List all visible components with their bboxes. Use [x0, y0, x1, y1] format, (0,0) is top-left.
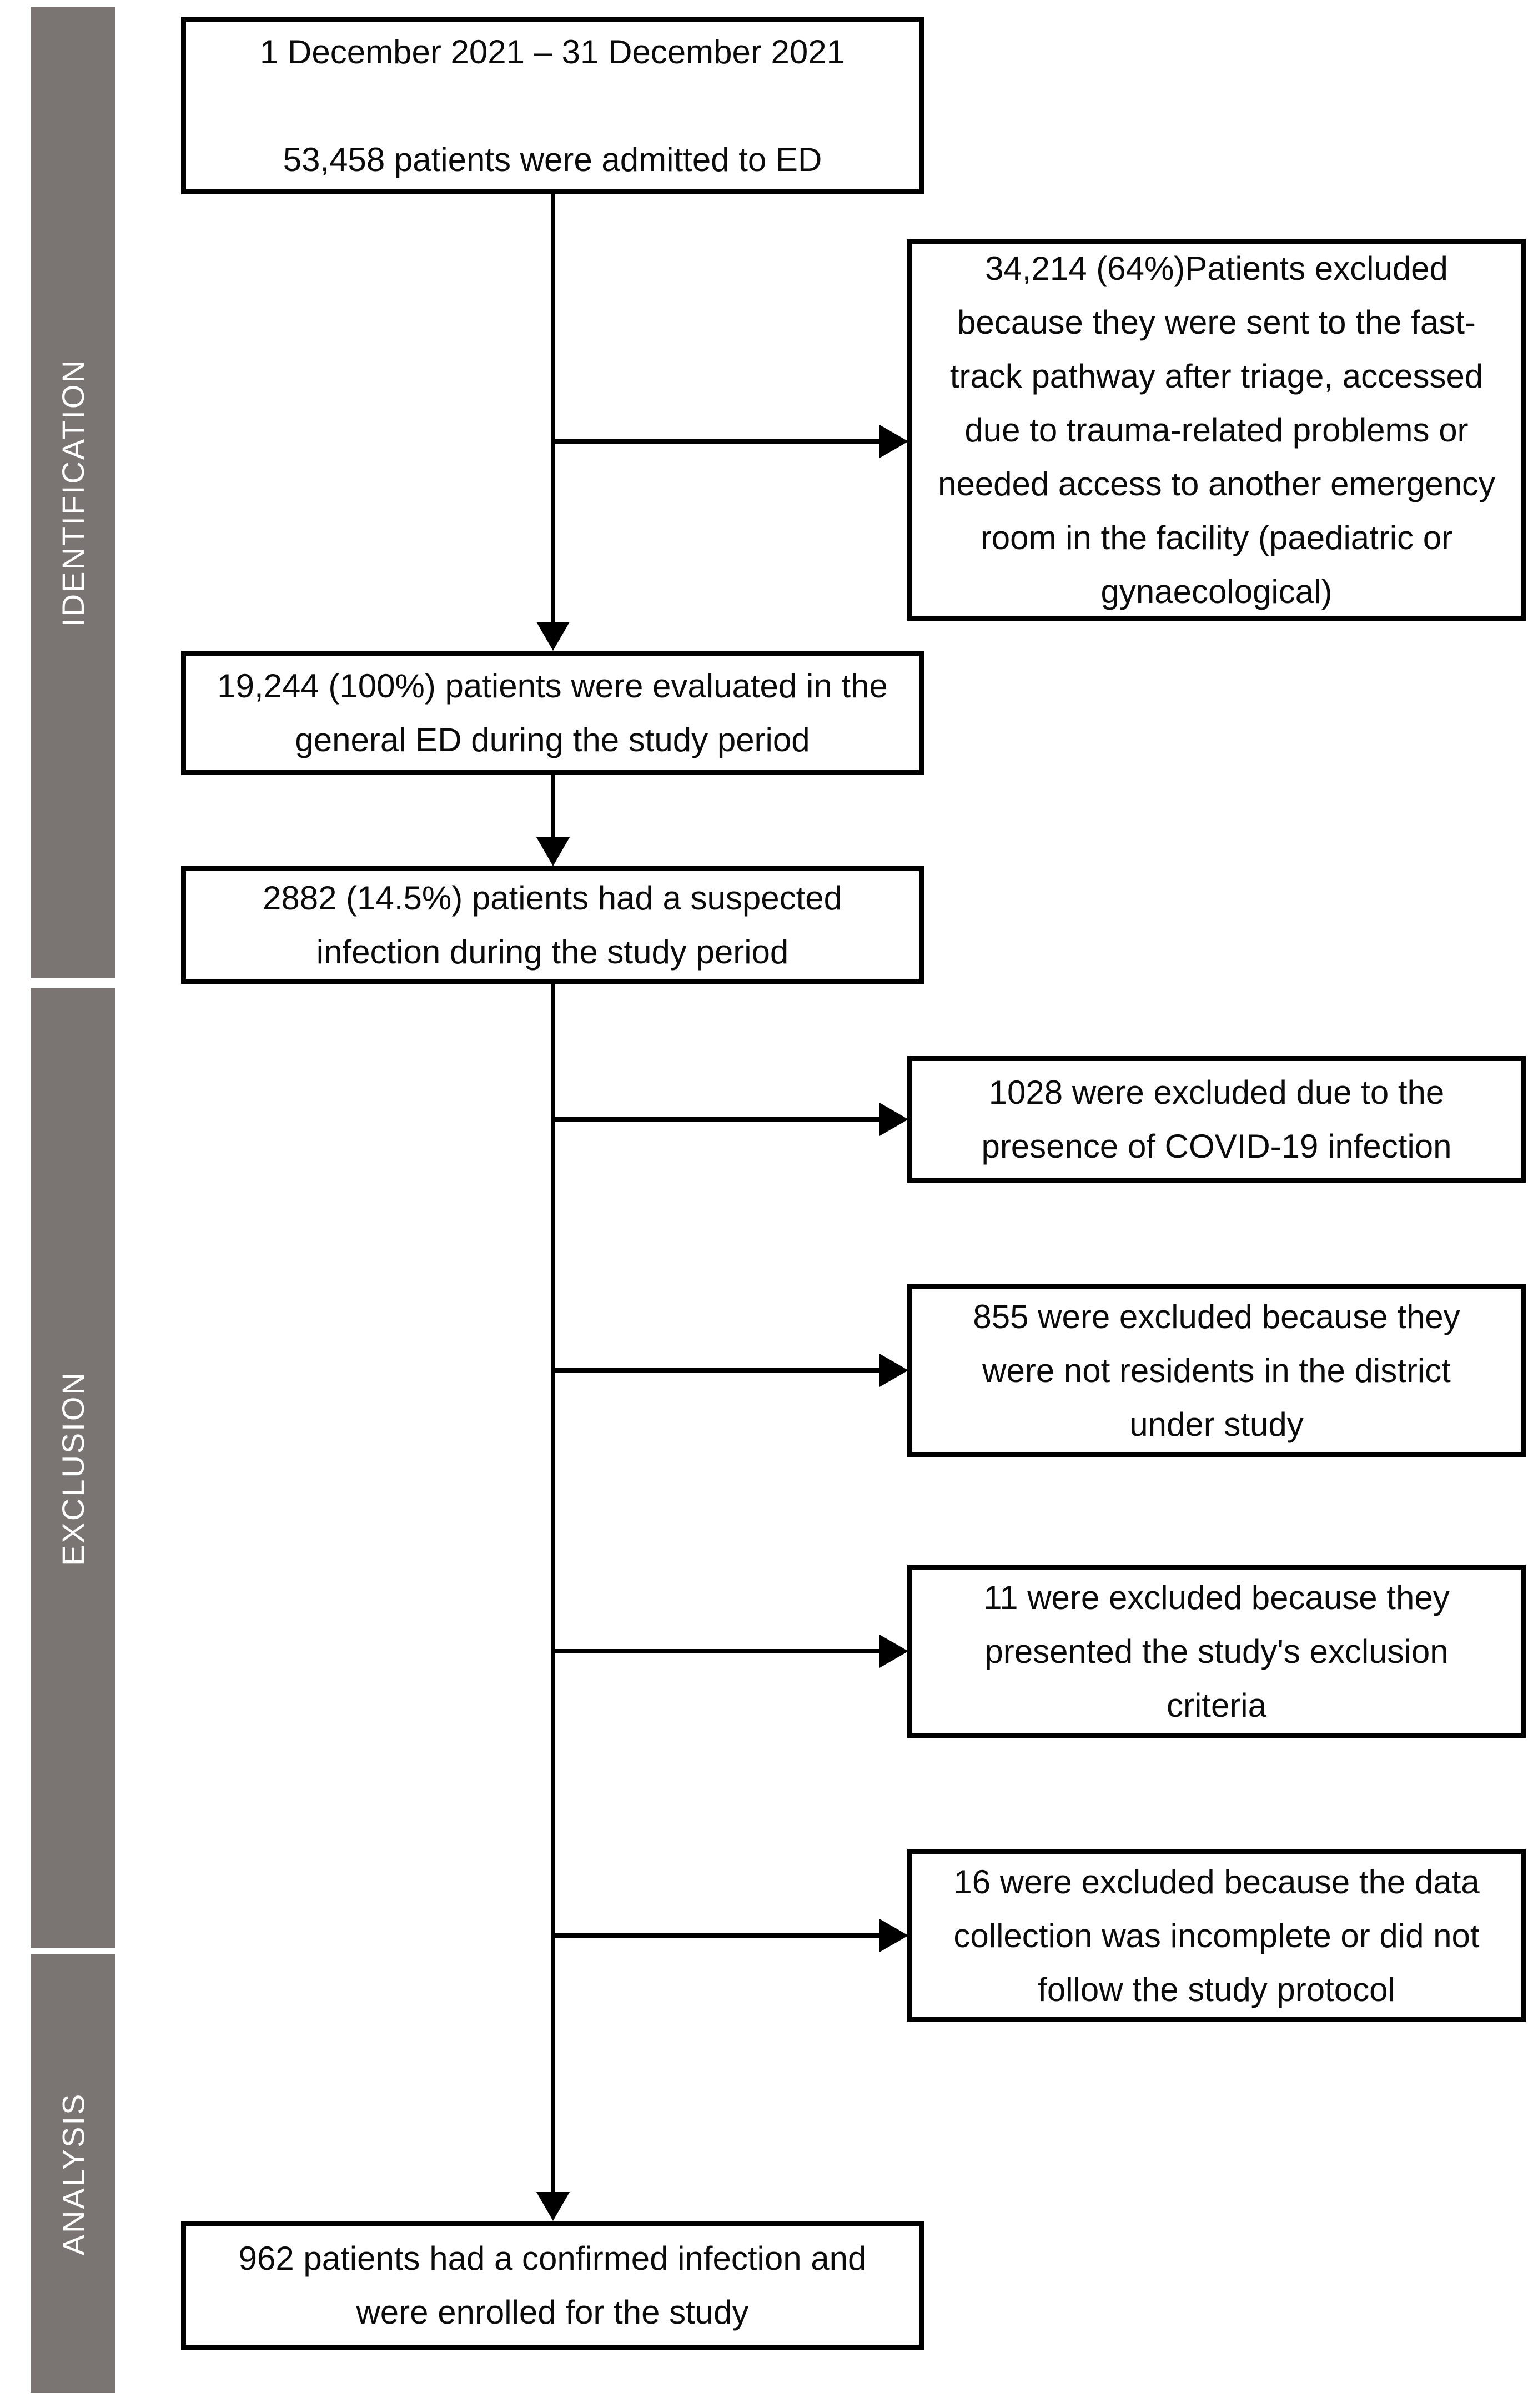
branch-to-excluded-residents — [553, 1368, 883, 1373]
box-excluded-criteria-text: 11 were excluded because they presented … — [983, 1578, 1450, 1724]
arrowhead-down-icon — [536, 2192, 570, 2221]
box-suspected-text: 2882 (14.5%) patients had a suspected in… — [262, 879, 843, 971]
connector-evaluated-to-suspected — [551, 775, 555, 838]
arrowhead-right-icon — [879, 1354, 908, 1387]
branch-to-excluded-data — [553, 1933, 883, 1938]
branch-to-excluded-covid — [553, 1117, 883, 1122]
arrowhead-right-icon — [879, 1103, 908, 1136]
branch-to-excluded-fast-track — [553, 439, 883, 444]
phase-label-exclusion: EXCLUSION — [56, 1370, 91, 1566]
phase-bar-analysis: ANALYSIS — [31, 1954, 115, 2393]
box-excluded-residents: 855 were excluded because they were not … — [907, 1284, 1526, 1457]
box-excluded-covid: 1028 were excluded due to the presence o… — [907, 1056, 1526, 1183]
box-excluded-data-text: 16 were excluded because the data collec… — [953, 1863, 1480, 2008]
box-evaluated-text: 19,244 (100%) patients were evaluated in… — [217, 667, 888, 758]
branch-to-excluded-criteria — [553, 1649, 883, 1653]
arrowhead-down-icon — [536, 837, 570, 866]
box-admitted: 1 December 2021 – 31 December 2021 53,45… — [181, 17, 924, 194]
box-excluded-data: 16 were excluded because the data collec… — [907, 1849, 1526, 2022]
phase-label-identification: IDENTIFICATION — [56, 358, 91, 627]
phase-bar-identification: IDENTIFICATION — [31, 7, 115, 978]
arrowhead-right-icon — [879, 425, 908, 458]
box-excluded-residents-text: 855 were excluded because they were not … — [973, 1298, 1460, 1443]
phase-label-analysis: ANALYSIS — [56, 2092, 91, 2255]
phase-bar-exclusion: EXCLUSION — [31, 988, 115, 1948]
box-enrolled: 962 patients had a confirmed infection a… — [181, 2221, 924, 2350]
box-admitted-text: 1 December 2021 – 31 December 2021 53,45… — [260, 33, 845, 178]
box-excluded-fast-track: 34,214 (64%)Patients excluded because th… — [907, 239, 1526, 621]
box-evaluated: 19,244 (100%) patients were evaluated in… — [181, 651, 924, 775]
connector-suspected-to-enrolled — [551, 984, 555, 2193]
box-suspected: 2882 (14.5%) patients had a suspected in… — [181, 866, 924, 984]
arrowhead-right-icon — [879, 1919, 908, 1952]
arrowhead-down-icon — [536, 622, 570, 651]
arrowhead-right-icon — [879, 1635, 908, 1668]
connector-admitted-to-evaluated — [551, 194, 555, 623]
box-enrolled-text: 962 patients had a confirmed infection a… — [238, 2240, 867, 2331]
box-excluded-fast-track-text: 34,214 (64%)Patients excluded because th… — [938, 249, 1495, 610]
box-excluded-criteria: 11 were excluded because they presented … — [907, 1565, 1526, 1738]
box-excluded-covid-text: 1028 were excluded due to the presence o… — [981, 1074, 1452, 1165]
